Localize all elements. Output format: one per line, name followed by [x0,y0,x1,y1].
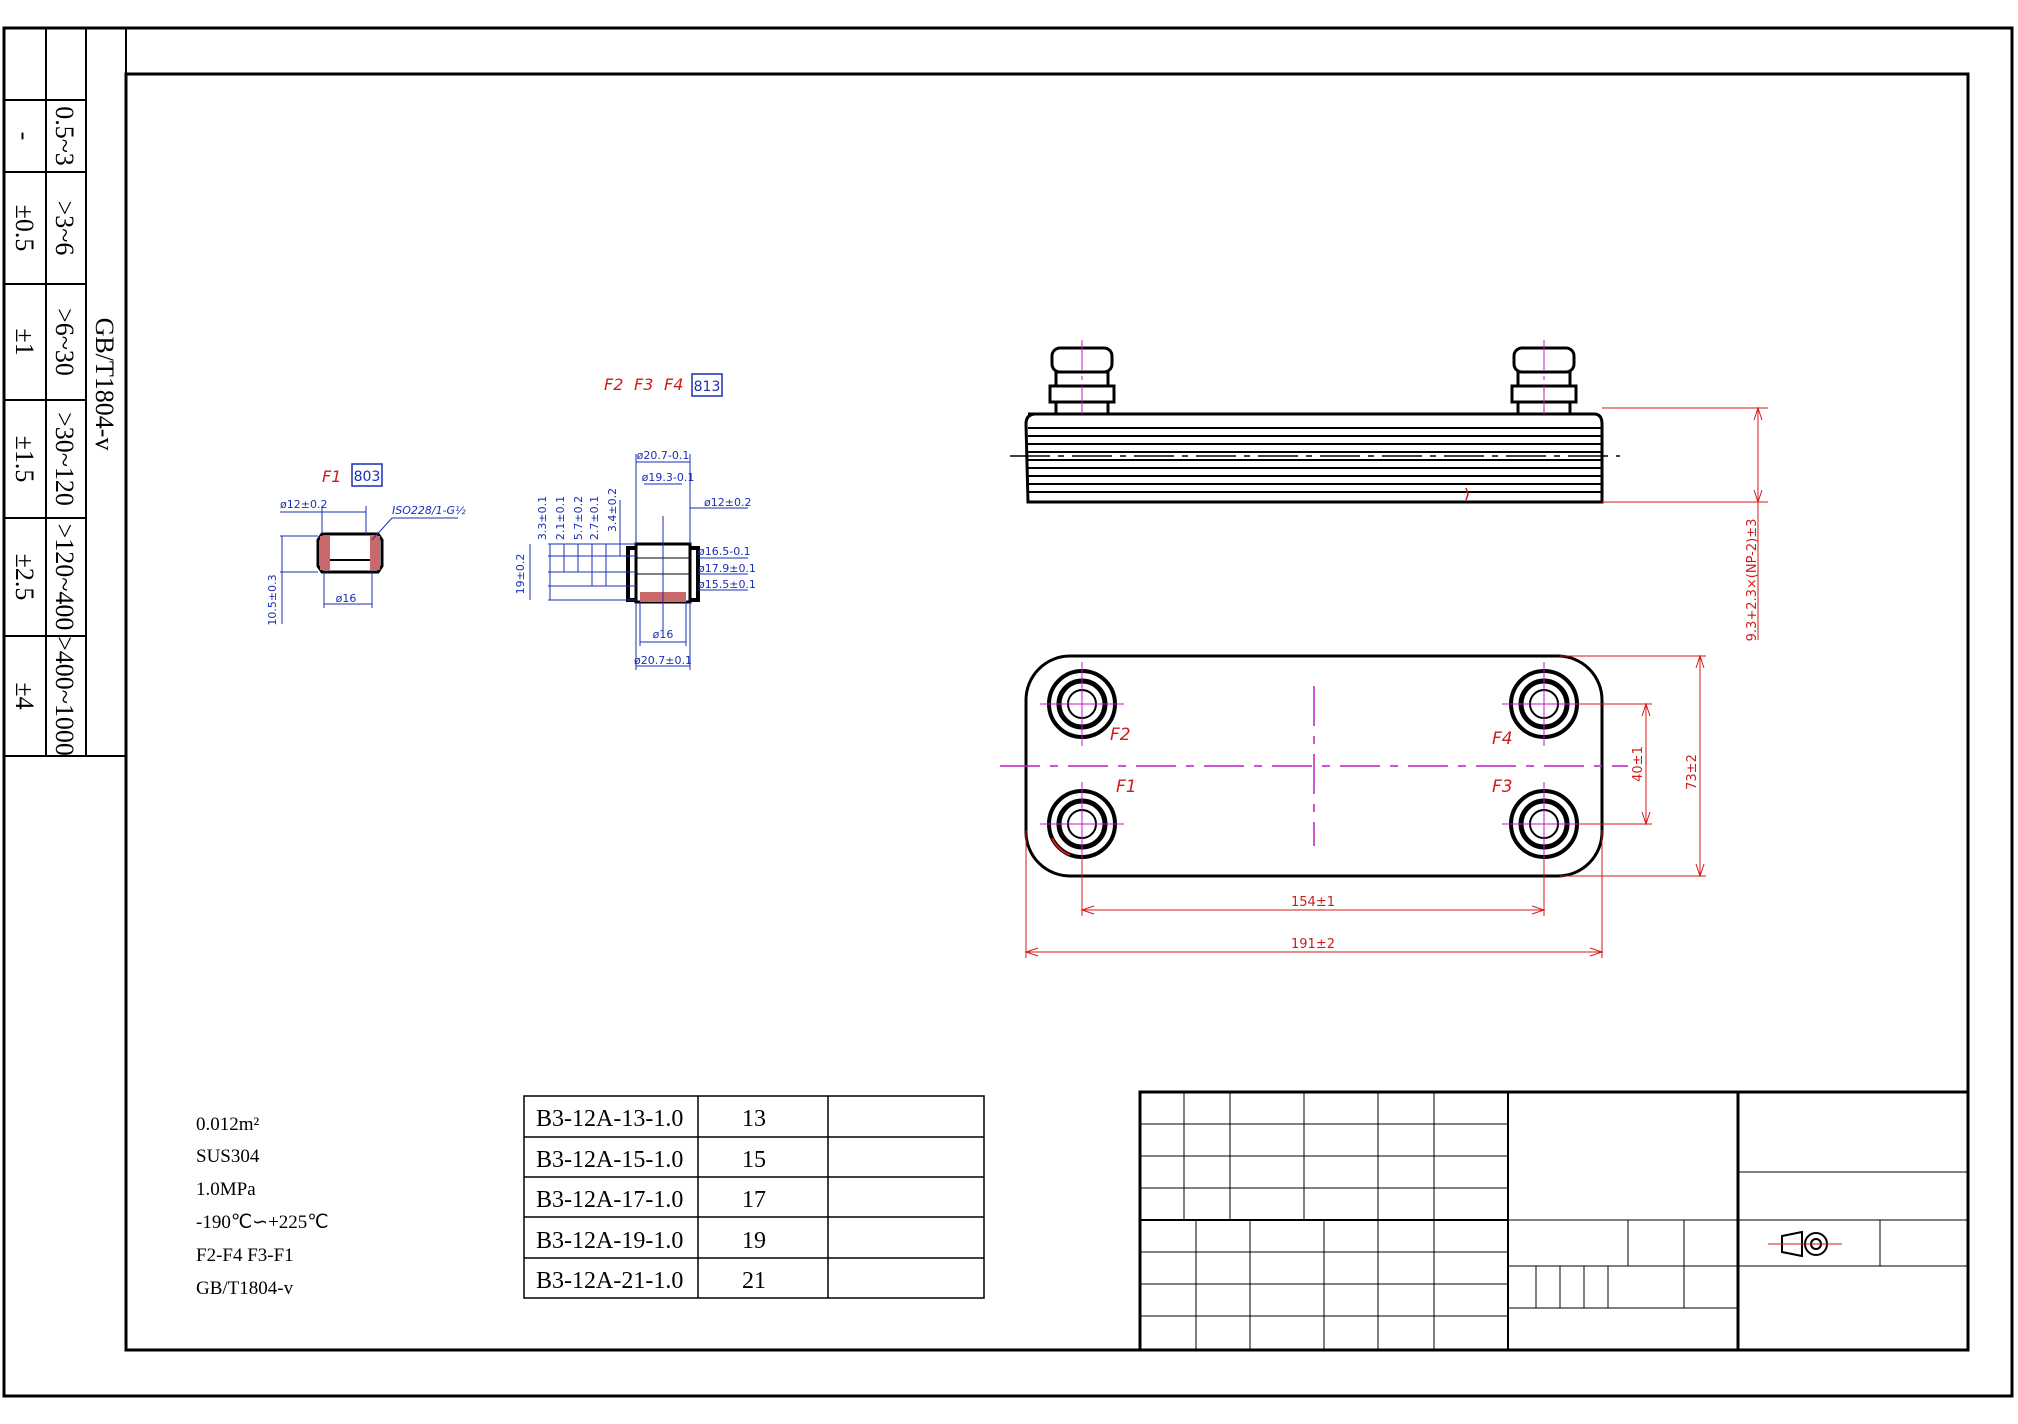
model-name: B3-12A-21-1.0 [536,1268,683,1294]
detail-f2-label: F2 [604,375,623,394]
detail-f1-code-box [351,463,383,487]
front-view-port [1502,782,1586,866]
port-label: F1 [1116,777,1137,797]
detail-f2-dim-right: ø16.5-0.1 [698,545,751,558]
outer-border [2,26,2014,1398]
tolerance-value: ±2.5 [10,554,39,601]
tolerance-range: >400~1000 [50,636,79,756]
detail-f2-dim-top: ø19.3-0.1 [642,471,695,484]
detail-f3-label: F3 [634,375,653,394]
tolerance-range: >6~30 [50,308,79,376]
port-label: F4 [1492,729,1513,749]
spec-item: F2-F4 F3-F1 [196,1245,294,1266]
spec-item: 1.0MPa [196,1179,256,1200]
detail-f1: F1 803 ø12±0.2 ISO228/1-G½ 10.5±0.3 ø16 [266,463,466,626]
detail-f1-dim-top: ø12±0.2 [280,498,327,511]
tolerance-value: ±1 [10,328,39,355]
model-name: B3-12A-17-1.0 [536,1187,683,1213]
front-view-port [1040,662,1124,746]
tolerance-heading: GB/T1804-v [90,318,119,451]
plate-count: 13 [742,1106,766,1132]
front-view-dim: 191±2 [1291,937,1335,952]
spec-item: 0.012m² [196,1114,260,1135]
port-label: F2 [1110,725,1131,745]
detail-f2-dim-v: 19±0.2 [514,554,527,595]
tolerance-value: ±4 [10,682,39,709]
tolerance-range: >120~400 [50,524,79,631]
detail-f1-code: 803 [354,469,381,485]
detail-f2-dim-bottom: ø20.7±0.1 [634,654,692,667]
detail-f1-dim-height: 10.5±0.3 [266,574,279,625]
detail-f4-label: F4 [664,375,683,394]
port-label: F3 [1492,777,1513,797]
front-view-dim: 73±2 [1685,754,1700,790]
spec-list: 0.012m² SUS304 1.0MPa -190℃∽+225℃ F2-F4 … [196,1114,329,1299]
plate-count: 19 [742,1228,766,1254]
tolerance-value: - [10,132,39,141]
plate-count: 21 [742,1268,766,1294]
detail-f2-dim-v: 2.7±0.1 [588,496,601,540]
detail-f1-thread: ISO228/1-G½ [392,504,466,517]
detail-f2-code: 813 [694,379,721,395]
projection-symbol [1768,1230,1842,1258]
spec-item: -190℃∽+225℃ [196,1212,329,1233]
detail-f1-label: F1 [322,467,341,486]
model-name: B3-12A-15-1.0 [536,1147,683,1173]
detail-f2-dim-v: 3.4±0.2 [606,488,619,532]
tolerance-range: >3~6 [50,201,79,256]
model-table [523,1095,985,1299]
detail-f1-dim-bottom: ø16 [336,592,357,605]
detail-f2: F2 F3 F4 813 ø20.7-0.1 ø19.3-0.1 ø12±0.2… [514,373,756,670]
spec-item: GB/T1804-v [196,1278,294,1299]
front-view-dim: 154±1 [1291,895,1335,910]
side-view-dim-height: 9.3+2.3×(NP-2)±3 [1745,519,1760,642]
plate-count: 15 [742,1147,766,1173]
side-view: 9.3+2.3×(NP-2)±3 [1010,340,1768,641]
tolerance-table [4,28,127,757]
front-view-port [1502,662,1586,746]
detail-f2-code-box [691,373,723,397]
detail-f2-dim-v: 3.3±0.1 [536,496,549,540]
model-name: B3-12A-13-1.0 [536,1106,683,1132]
model-name: B3-12A-19-1.0 [536,1228,683,1254]
tolerance-value: ±1.5 [10,436,39,483]
detail-f2-dim-v: 5.7±0.2 [572,496,585,540]
front-view-port [1040,782,1124,866]
front-view-dim: 40±1 [1631,746,1646,782]
detail-f2-dim-top: ø20.7-0.1 [637,449,690,462]
detail-f2-dim-v: 2.1±0.1 [554,496,567,540]
front-view: F2 F4 F1 F3 40±1 73±2 154±1 191±2 [1000,654,1706,958]
plate-count: 17 [742,1187,766,1213]
detail-f2-dim-right: ø15.5±0.1 [698,578,756,591]
spec-item: SUS304 [196,1146,260,1167]
tolerance-value: ±0.5 [10,205,39,252]
detail-f2-dim-bottom: ø16 [653,628,674,641]
tolerance-range: >30~120 [50,412,79,506]
tolerance-range: 0.5~3 [50,106,79,166]
detail-f2-dim-right: ø17.9±0.1 [698,562,756,575]
title-block [1138,1090,1970,1352]
detail-f2-dim-top: ø12±0.2 [704,496,751,509]
